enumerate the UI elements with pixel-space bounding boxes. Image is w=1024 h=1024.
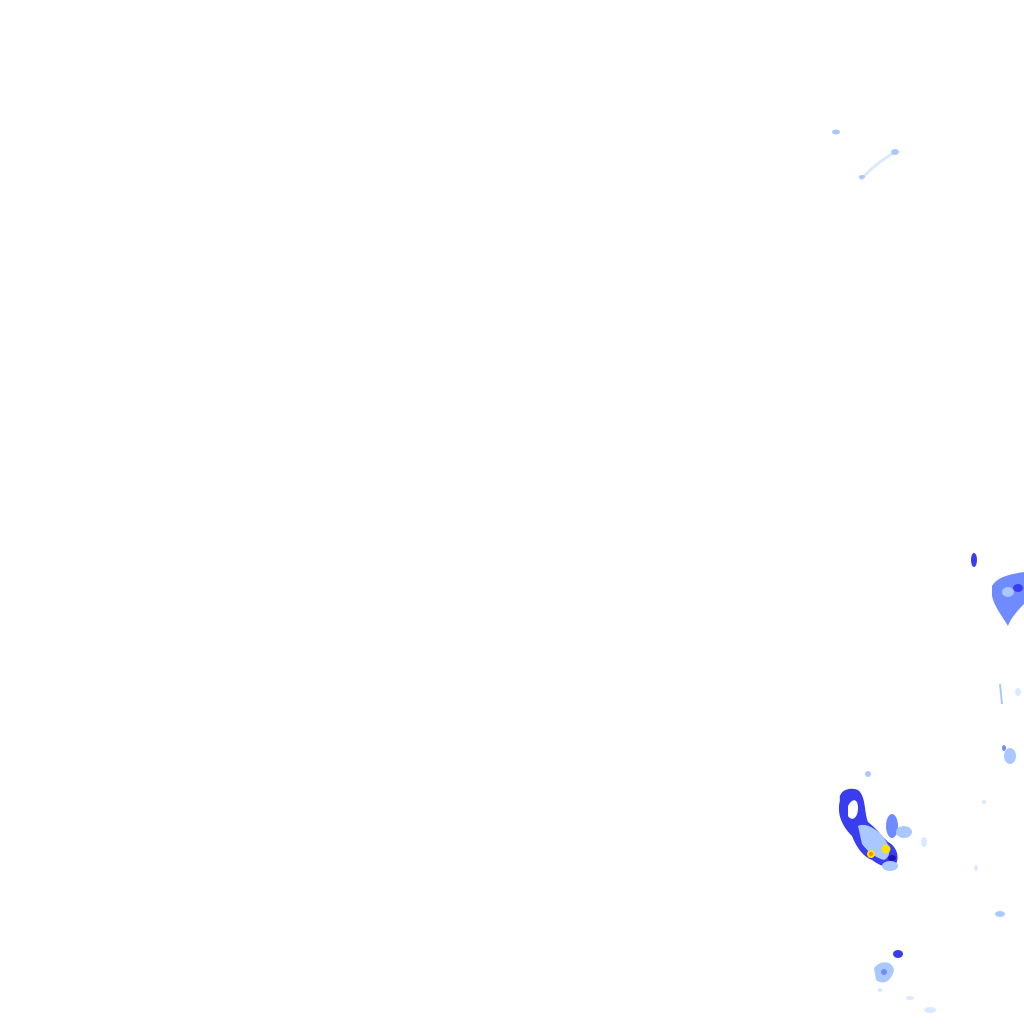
echo-cluster-south (874, 800, 1005, 1013)
echo-blob (1004, 748, 1016, 764)
echo-blob (865, 771, 871, 777)
echo-peak (881, 844, 891, 854)
echo-blob (882, 861, 898, 871)
echo-blob (1002, 587, 1014, 597)
echo-blob (906, 996, 914, 1000)
echo-peak (869, 852, 873, 856)
echo-blob (1015, 688, 1021, 696)
echo-blob (893, 950, 903, 958)
echo-blob (891, 149, 899, 155)
echo-area (848, 800, 858, 819)
echo-blob (896, 826, 912, 838)
echo-blob (886, 814, 898, 838)
echo-blob (974, 865, 978, 871)
echo-blob (924, 1007, 936, 1013)
echo-blob (878, 988, 882, 992)
echo-blob (982, 800, 986, 804)
echo-streak (999, 683, 1003, 705)
echo-cluster-east (971, 553, 1024, 764)
echo-blob (832, 129, 840, 135)
echo-blob (995, 911, 1005, 917)
echo-blob (1002, 745, 1006, 751)
echo-cluster-north (832, 129, 899, 182)
echo-blob (1013, 584, 1023, 592)
echo-blob (859, 175, 865, 179)
echo-blob (971, 553, 977, 567)
echo-blob (921, 837, 927, 847)
echo-area (858, 824, 890, 860)
storm-cell-main (838, 771, 927, 871)
echo-blob (888, 855, 896, 861)
echo-blob (881, 969, 887, 975)
